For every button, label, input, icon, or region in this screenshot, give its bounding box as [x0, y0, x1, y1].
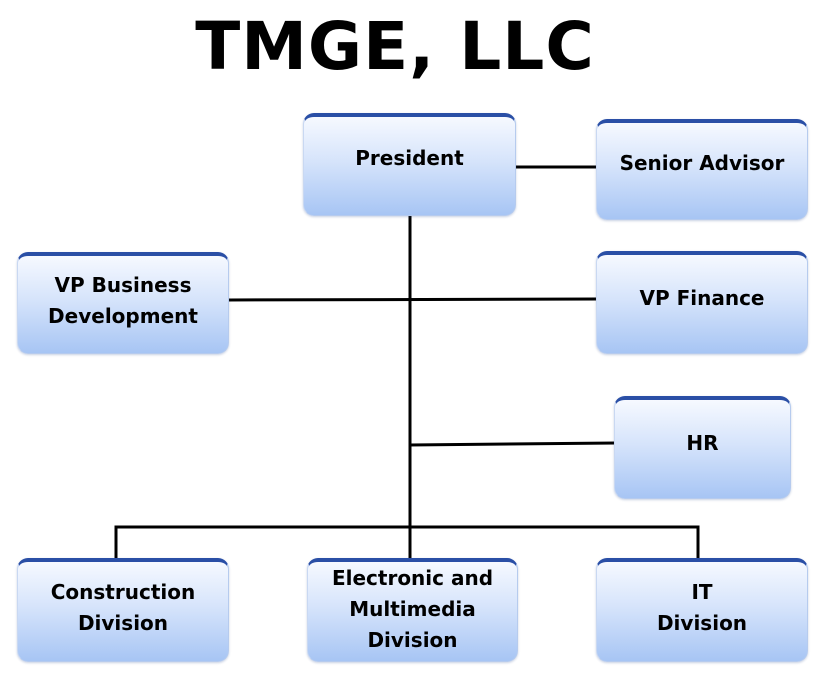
vp-finance-label: VP Finance — [639, 285, 765, 310]
electronic-multimedia-division-label: Electronic and Multimedia Division — [331, 566, 494, 652]
it-division-box: IT Division — [596, 558, 808, 662]
vp-finance-box: VP Finance — [596, 251, 808, 354]
vp-business-development-box: VP Business Development — [17, 252, 229, 354]
connector-hr — [408, 441, 617, 447]
hr-box: HR — [614, 396, 791, 499]
hr-label: HR — [686, 430, 719, 455]
it-division-label: IT Division — [656, 579, 748, 635]
senior-advisor-box: Senior Advisor — [596, 119, 808, 220]
connector-vp-row — [227, 297, 599, 302]
vp-business-development-label: VP Business Development — [48, 272, 198, 328]
chart-title: TMGE, LLC — [195, 8, 595, 85]
electronic-multimedia-division-box: Electronic and Multimedia Division — [307, 558, 518, 662]
construction-division-box: Construction Division — [17, 558, 229, 662]
president-label: President — [355, 145, 464, 170]
senior-advisor-label: Senior Advisor — [619, 150, 785, 175]
president-box: President — [303, 113, 516, 216]
construction-division-label: Construction Division — [50, 579, 196, 635]
